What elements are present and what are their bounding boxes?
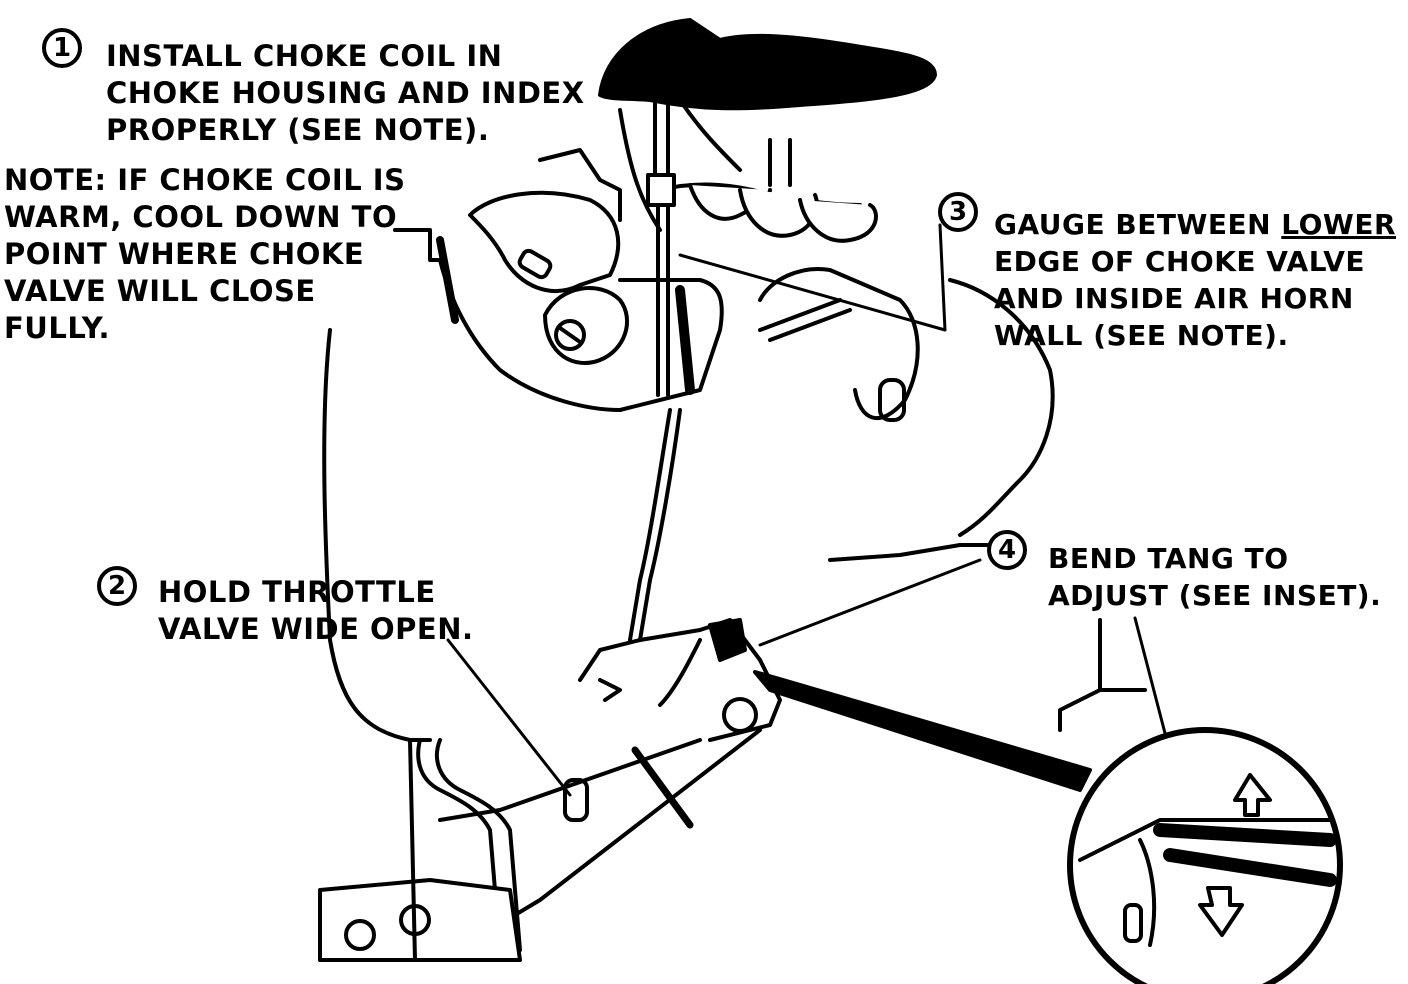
callout-3-badge: 3	[938, 192, 978, 232]
callout-1-text: INSTALL CHOKE COIL IN CHOKE HOUSING AND …	[106, 39, 585, 147]
choke-rod	[628, 408, 682, 642]
hand-drawing	[598, 18, 937, 243]
callout-1-badge: 1	[42, 28, 82, 68]
inset-detail	[1067, 727, 1343, 984]
callout-2-text: HOLD THROTTLE VALVE WIDE OPEN.	[158, 575, 474, 646]
carburetor-body	[322, 148, 1147, 742]
callout-3-text: GAUGE BETWEEN LOWER EDGE OF CHOKE VALVE …	[994, 208, 1396, 352]
gauge-tool	[646, 58, 676, 397]
leader-lines	[446, 223, 1187, 812]
callout-4-badge: 4	[987, 530, 1027, 570]
arrow-to-tang	[753, 670, 1092, 792]
note-text: NOTE: IF CHOKE COIL IS WARM, COOL DOWN T…	[4, 163, 406, 345]
lower-emphasis: LOWER	[1281, 208, 1396, 241]
callout-4-text: BEND TANG TO ADJUST (SEE INSET).	[1048, 542, 1382, 612]
callout-2-badge: 2	[97, 566, 137, 606]
throttle-lever	[318, 618, 782, 962]
